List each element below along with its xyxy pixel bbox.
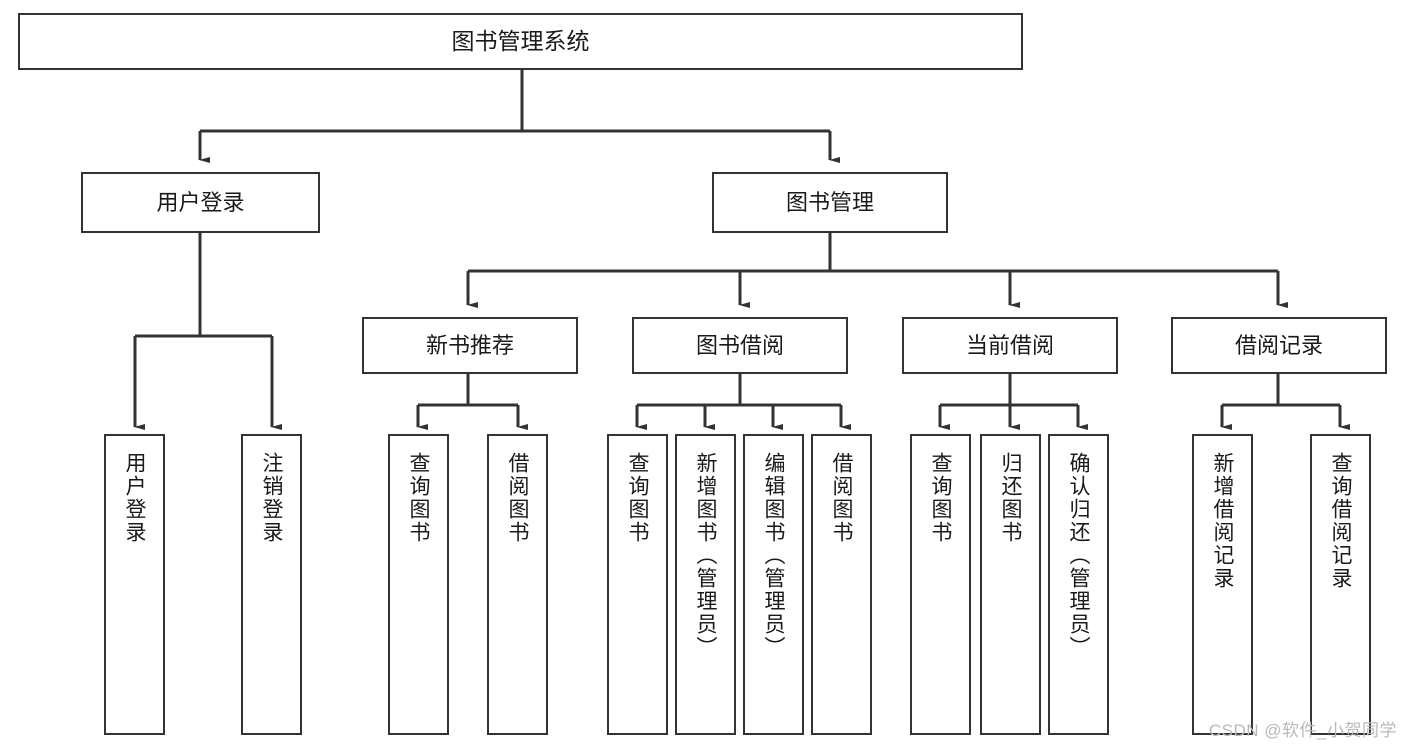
node-label: 确认归还（管理员） (1067, 452, 1090, 659)
node-label: 查询图书 (929, 452, 952, 544)
node-label: 归还图书 (999, 452, 1022, 544)
node-label: 新增借阅记录 (1211, 452, 1234, 590)
leaf-query-books-recommend[interactable]: 查询图书 (388, 434, 449, 735)
node-label: 新增图书（管理员） (694, 452, 717, 659)
node-label: 查询借阅记录 (1329, 452, 1352, 590)
leaf-query-books-current[interactable]: 查询图书 (910, 434, 971, 735)
leaf-confirm-return-admin[interactable]: 确认归还（管理员） (1048, 434, 1109, 735)
node-book-management[interactable]: 图书管理 (712, 172, 948, 233)
node-borrow-record[interactable]: 借阅记录 (1171, 317, 1387, 374)
watermark-text: CSDN @软件_小贺同学 (1208, 721, 1397, 740)
node-label: 借阅图书 (830, 452, 853, 544)
node-book-management-system[interactable]: 图书管理系统 (18, 13, 1023, 70)
node-label: 借阅图书 (506, 452, 529, 544)
node-label: 当前借阅 (965, 332, 1054, 358)
leaf-edit-book-admin[interactable]: 编辑图书（管理员） (743, 434, 804, 735)
node-label: 新书推荐 (425, 332, 514, 358)
node-label: 用户登录 (156, 189, 245, 215)
node-label: 借阅记录 (1234, 332, 1323, 358)
leaf-user-login[interactable]: 用户登录 (104, 434, 165, 735)
leaf-query-books-borrow[interactable]: 查询图书 (607, 434, 668, 735)
node-label: 图书管理 (785, 189, 874, 215)
node-label: 用户登录 (123, 452, 146, 544)
node-label: 查询图书 (407, 452, 430, 544)
node-current-borrow[interactable]: 当前借阅 (902, 317, 1118, 374)
leaf-logout[interactable]: 注销登录 (241, 434, 302, 735)
node-label: 图书管理系统 (451, 27, 590, 54)
node-new-book-recommend[interactable]: 新书推荐 (362, 317, 578, 374)
node-book-borrow[interactable]: 图书借阅 (632, 317, 848, 374)
leaf-add-borrow-record[interactable]: 新增借阅记录 (1192, 434, 1253, 735)
node-label: 查询图书 (626, 452, 649, 544)
leaf-add-book-admin[interactable]: 新增图书（管理员） (675, 434, 736, 735)
node-label: 图书借阅 (695, 332, 784, 358)
node-label: 编辑图书（管理员） (762, 452, 785, 659)
leaf-query-borrow-record[interactable]: 查询借阅记录 (1310, 434, 1371, 735)
leaf-borrow-books[interactable]: 借阅图书 (811, 434, 872, 735)
node-user-login[interactable]: 用户登录 (81, 172, 320, 233)
leaf-borrow-books-recommend[interactable]: 借阅图书 (487, 434, 548, 735)
leaf-return-books[interactable]: 归还图书 (980, 434, 1041, 735)
node-label: 注销登录 (260, 452, 283, 544)
